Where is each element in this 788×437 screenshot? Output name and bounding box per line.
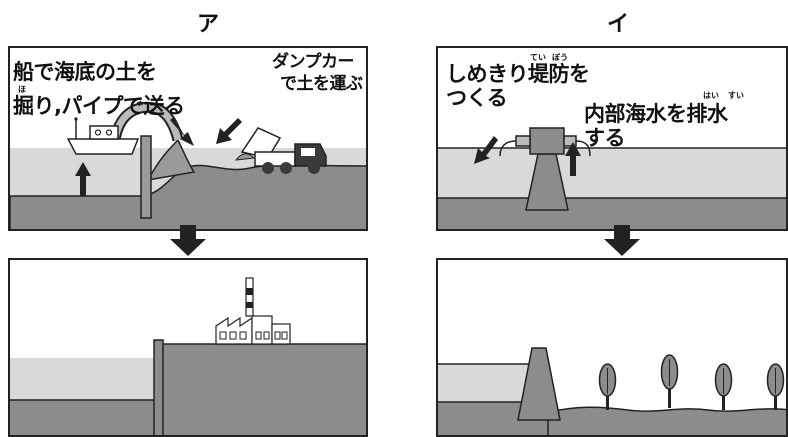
truck-caption-line2: で土を運ぶ	[280, 74, 363, 94]
ruby-hai: はい	[703, 91, 719, 100]
dump-truck-icon	[234, 127, 327, 174]
dike-caption-line1: しめきり堤防を	[446, 62, 590, 86]
tree-icon	[766, 363, 785, 410]
tree-icon	[660, 354, 679, 408]
panel-a-before: 船で海底の土を ほ 掘り,パイプで送る ダンプカー で土を運ぶ	[8, 46, 368, 231]
label-i: イ	[606, 12, 629, 37]
ruby-bou: ぼう	[552, 53, 568, 62]
down-arrow-icon	[604, 225, 640, 256]
ruby-sui: すい	[728, 91, 744, 100]
panel-i-after	[436, 258, 788, 437]
truck-caption-line1: ダンプカー	[272, 52, 355, 72]
reclamation-by-dredging-illustration	[10, 101, 366, 229]
reclaimed-land-factory-illustration	[10, 277, 366, 435]
pump-caption-line1: 内部海水を排水	[584, 102, 728, 126]
panel-a-after	[8, 258, 368, 437]
ruby-hori: ほ	[18, 85, 26, 94]
panel-i-before: てい ぼう しめきり堤防を つくる はい すい 内部海水を排水 する	[436, 46, 788, 231]
dredge-caption-line2: 掘り,パイプで送る	[13, 94, 185, 118]
pump-caption-line2: する	[584, 126, 626, 150]
dike-pumping-illustration	[438, 127, 786, 229]
dredge-caption-line1: 船で海底の土を	[13, 60, 157, 84]
factory-icon	[215, 277, 291, 345]
polder-land-trees-illustration	[438, 347, 786, 435]
tree-icon	[598, 363, 617, 410]
down-arrow-icon	[170, 225, 206, 256]
ruby-tei: てい	[530, 53, 546, 62]
dike-caption-line2: つくる	[446, 86, 508, 110]
label-a: ア	[196, 12, 219, 37]
tree-icon	[714, 363, 733, 410]
